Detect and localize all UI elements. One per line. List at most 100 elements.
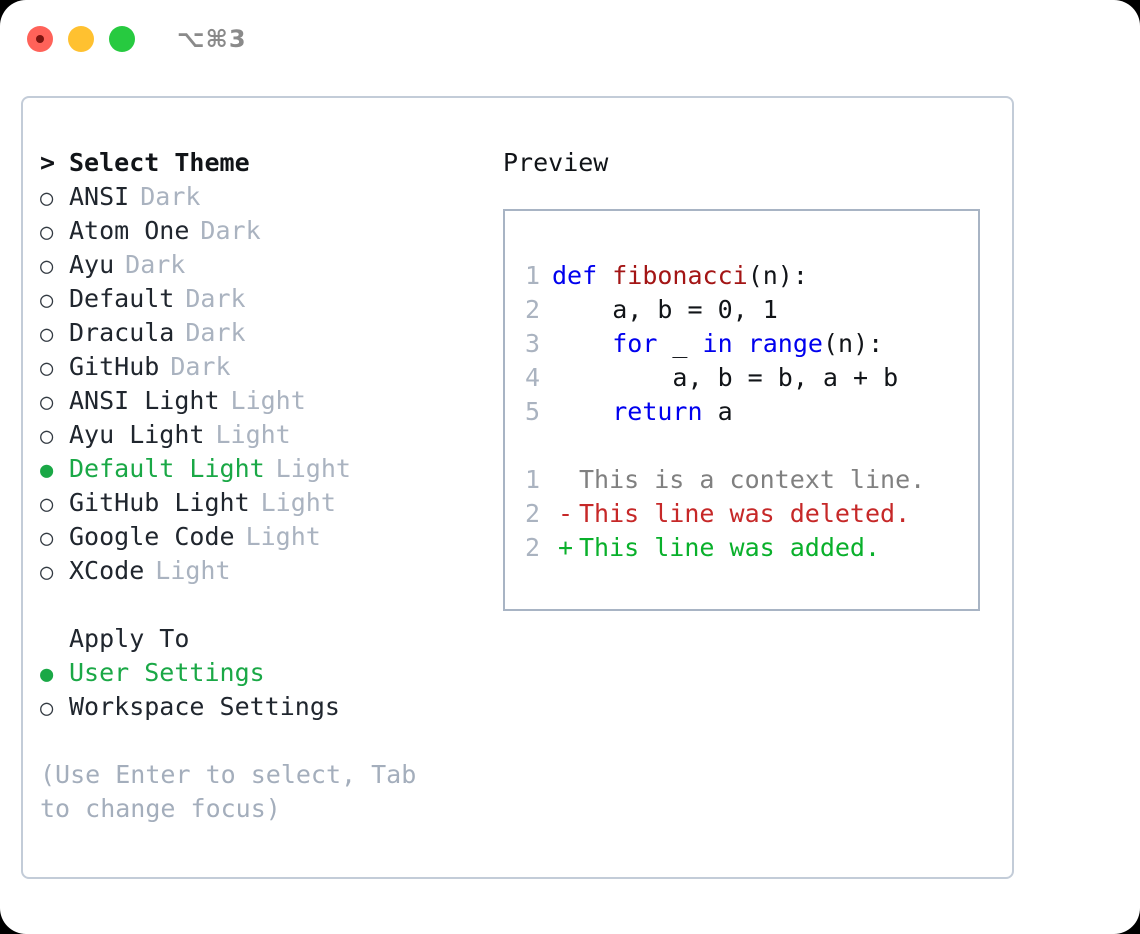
theme-option-label: ANSI bbox=[69, 182, 130, 211]
theme-variant-tag: Light bbox=[245, 522, 321, 551]
theme-variant-tag: Dark bbox=[185, 284, 246, 313]
theme-variant-tag: Light bbox=[155, 556, 231, 585]
diff-line-number: 1 bbox=[525, 465, 541, 494]
select-theme-heading-label: Select Theme bbox=[69, 148, 250, 177]
diff-line-ctx: 1 This is a context line. bbox=[525, 463, 978, 497]
code-token: for bbox=[612, 329, 658, 358]
section-spacer bbox=[40, 588, 483, 622]
apply-to-heading-label: Apply To bbox=[69, 624, 190, 653]
theme-option-label: ANSI Light bbox=[69, 386, 220, 415]
theme-option-label: Default bbox=[69, 284, 175, 313]
theme-option-ansi-light[interactable]: ○ ANSI Light Light bbox=[40, 384, 483, 418]
code-token bbox=[552, 397, 612, 426]
code-token: _ bbox=[657, 329, 703, 358]
theme-option-label: Atom One bbox=[69, 216, 190, 245]
theme-variant-tag: Light bbox=[215, 420, 291, 449]
radio-unselected-icon: ○ bbox=[40, 560, 54, 585]
code-line: 5 return a bbox=[525, 395, 978, 429]
code-token: (n): bbox=[747, 261, 808, 290]
theme-option-ayu-light[interactable]: ○ Ayu Light Light bbox=[40, 418, 483, 452]
keyboard-shortcut-label: ⌥⌘3 bbox=[177, 25, 247, 53]
apply-to-option-label: Workspace Settings bbox=[69, 692, 340, 721]
diff-marker bbox=[552, 463, 579, 497]
code-line-number: 3 bbox=[525, 329, 541, 358]
radio-unselected-icon: ○ bbox=[40, 424, 54, 449]
maximize-window-button[interactable] bbox=[109, 26, 135, 52]
radio-unselected-icon: ○ bbox=[40, 186, 54, 211]
apply-to-option-label: User Settings bbox=[69, 658, 265, 687]
apply-to-option-list: ● User Settings ○ Workspace Settings bbox=[40, 656, 483, 724]
code-token: a, b = b, a + b bbox=[552, 363, 899, 392]
theme-option-label: GitHub bbox=[69, 352, 160, 381]
code-line-content: for _ in range(n): bbox=[552, 327, 883, 361]
theme-variant-tag: Dark bbox=[140, 182, 201, 211]
code-token: range bbox=[747, 329, 823, 358]
radio-unselected-icon: ○ bbox=[40, 322, 54, 347]
code-token bbox=[733, 329, 748, 358]
radio-unselected-icon: ○ bbox=[40, 390, 54, 415]
radio-unselected-icon: ○ bbox=[40, 356, 54, 381]
theme-option-google-code[interactable]: ○ Google Code Light bbox=[40, 520, 483, 554]
code-token bbox=[552, 329, 612, 358]
theme-option-label: Ayu Light bbox=[69, 420, 205, 449]
diff-line-del: 2-This line was deleted. bbox=[525, 497, 978, 531]
keyboard-hint-text: (Use Enter to select, Tab to change focu… bbox=[40, 760, 417, 823]
radio-selected-icon: ● bbox=[40, 662, 54, 687]
theme-option-default[interactable]: ○ Default Dark bbox=[40, 282, 483, 316]
code-diff-gap bbox=[525, 429, 978, 463]
minimize-window-button[interactable] bbox=[68, 26, 94, 52]
code-line: 4 a, b = b, a + b bbox=[525, 361, 978, 395]
preview-label: Preview bbox=[503, 148, 609, 177]
code-token: (n): bbox=[822, 329, 884, 358]
close-window-button[interactable] bbox=[27, 26, 53, 52]
diff-line-text: This is a context line. bbox=[579, 465, 926, 494]
radio-unselected-icon: ○ bbox=[40, 492, 54, 517]
theme-option-label: Default Light bbox=[69, 454, 265, 483]
code-token: a bbox=[702, 397, 733, 426]
code-line: 3 for _ in range(n): bbox=[525, 327, 978, 361]
diff-line-text: This line was added. bbox=[579, 533, 881, 562]
radio-unselected-icon: ○ bbox=[40, 526, 54, 551]
code-line-content: a, b = b, a + b bbox=[552, 361, 898, 395]
theme-option-label: Ayu bbox=[69, 250, 115, 279]
diff-marker: - bbox=[557, 499, 574, 528]
theme-variant-tag: Light bbox=[230, 386, 306, 415]
theme-variant-tag: Dark bbox=[170, 352, 231, 381]
theme-option-label: GitHub Light bbox=[69, 488, 250, 517]
theme-option-label: XCode bbox=[69, 556, 145, 585]
diff-line-number: 2 bbox=[525, 533, 541, 562]
theme-option-github[interactable]: ○ GitHub Dark bbox=[40, 350, 483, 384]
radio-selected-icon: ● bbox=[40, 458, 54, 483]
code-token: a, b = 0, 1 bbox=[552, 295, 778, 324]
theme-option-label: Google Code bbox=[69, 522, 235, 551]
radio-unselected-icon: ○ bbox=[40, 288, 54, 313]
selection-marker-icon: > bbox=[40, 148, 56, 177]
theme-option-xcode[interactable]: ○ XCode Light bbox=[40, 554, 483, 588]
theme-option-ansi[interactable]: ○ ANSI Dark bbox=[40, 180, 483, 214]
theme-option-label: Dracula bbox=[69, 318, 175, 347]
code-line-content: return a bbox=[552, 395, 733, 429]
diff-sample: 1 This is a context line.2-This line was… bbox=[525, 463, 978, 565]
code-token: return bbox=[612, 397, 703, 426]
radio-unselected-icon: ○ bbox=[40, 220, 54, 245]
code-line: 2 a, b = 0, 1 bbox=[525, 293, 978, 327]
radio-unselected-icon: ○ bbox=[40, 696, 54, 721]
apply-to-option-workspace-settings[interactable]: ○ Workspace Settings bbox=[40, 690, 483, 724]
select-theme-heading: > Select Theme bbox=[40, 146, 483, 180]
apply-to-heading: Apply To bbox=[40, 622, 483, 656]
code-line-number: 2 bbox=[525, 295, 541, 324]
diff-line-add: 2+This line was added. bbox=[525, 531, 978, 565]
apply-to-option-user-settings[interactable]: ● User Settings bbox=[40, 656, 483, 690]
diff-line-number: 2 bbox=[525, 499, 541, 528]
